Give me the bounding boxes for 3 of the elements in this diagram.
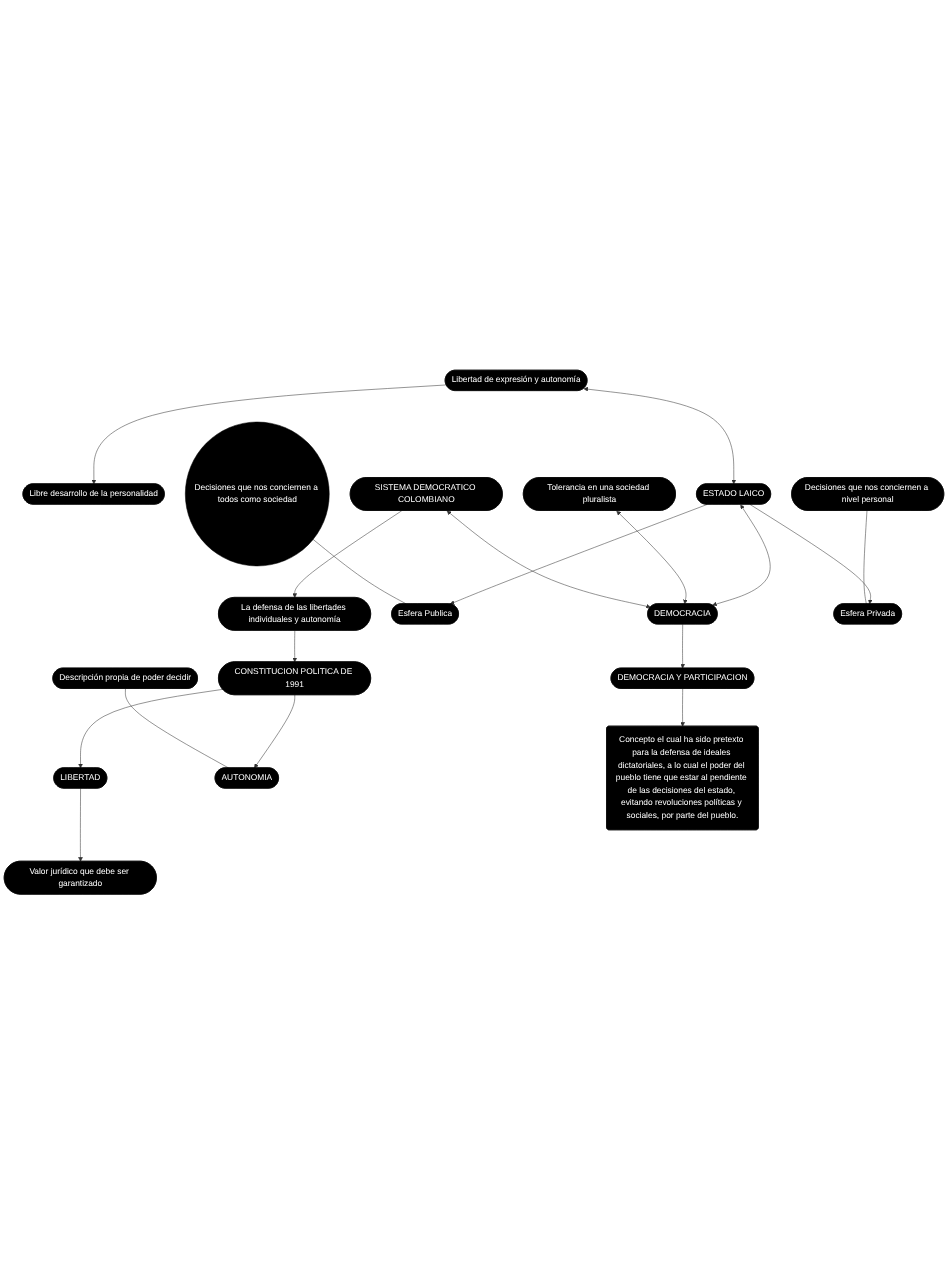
connector — [312, 538, 407, 604]
connector — [125, 688, 229, 769]
connector — [863, 510, 868, 604]
